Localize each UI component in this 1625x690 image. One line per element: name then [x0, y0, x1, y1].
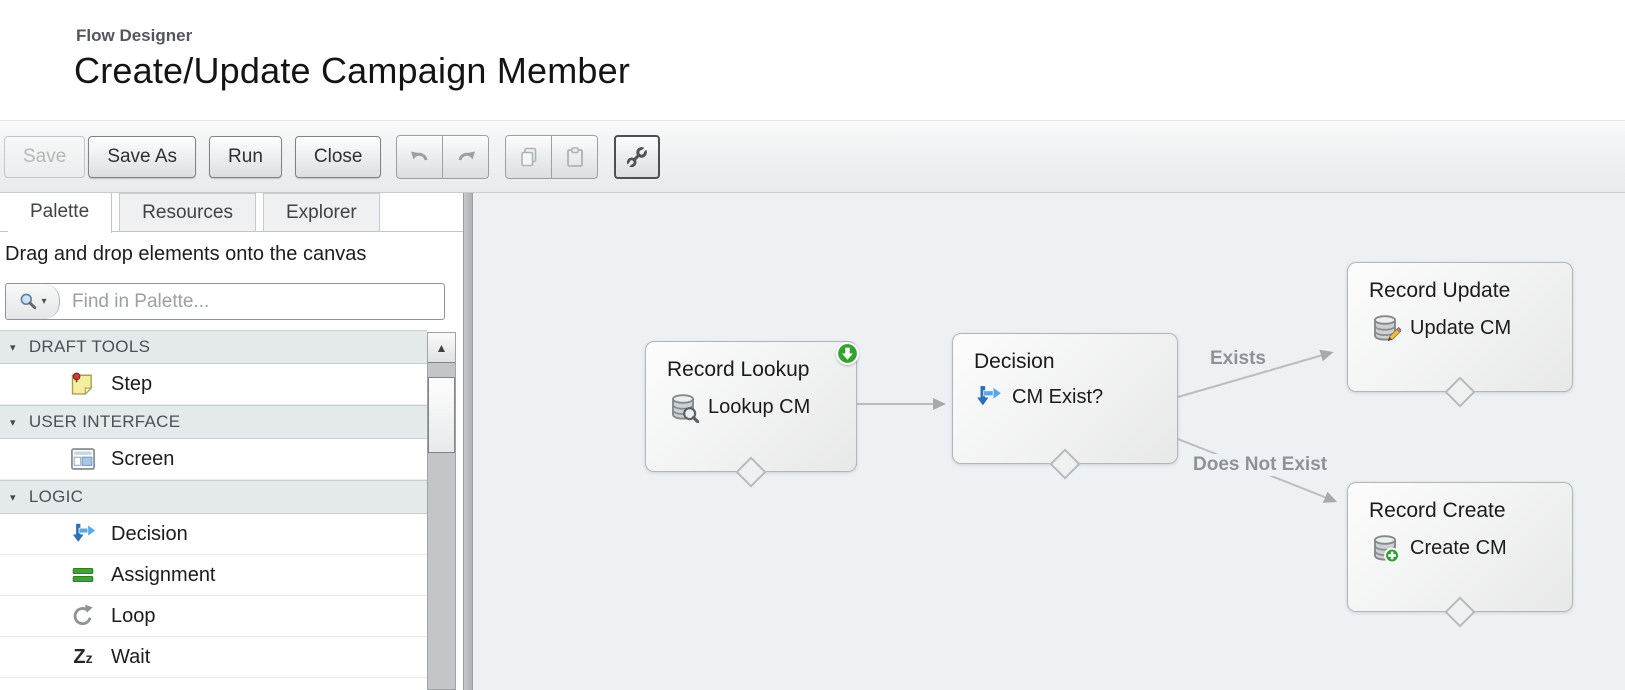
- assignment-icon: [68, 560, 98, 590]
- search-options-button[interactable]: ▾: [6, 284, 60, 319]
- decision-icon: [974, 383, 1003, 412]
- palette-list: ▾ DRAFT TOOLS Step ▾ USER INTERFACE Scre…: [0, 330, 427, 678]
- tab-explorer[interactable]: Explorer: [262, 193, 380, 231]
- app-label: Flow Designer: [76, 26, 193, 45]
- page-title: Create/Update Campaign Member: [74, 50, 631, 91]
- flow-node-decision[interactable]: Decision CM Exist?: [952, 333, 1178, 480]
- palette-instruction: Drag and drop elements onto the canvas: [5, 243, 367, 265]
- tab-palette[interactable]: Palette: [8, 193, 113, 233]
- flow-node-record-lookup[interactable]: Record Lookup Lookup CM: [645, 341, 860, 488]
- section-user-interface[interactable]: ▾ USER INTERFACE: [0, 405, 427, 439]
- search-input[interactable]: [60, 284, 444, 319]
- node-type-label: Record Lookup: [667, 358, 810, 381]
- palette-search: ▾: [5, 283, 445, 320]
- up-arrow-icon: ▲: [435, 340, 448, 355]
- node-name-label: CM Exist?: [1012, 386, 1104, 408]
- flow-node-record-update[interactable]: Record Update Update CM: [1347, 262, 1573, 408]
- wait-icon: Zz: [73, 646, 93, 668]
- node-type-label: Record Create: [1369, 499, 1506, 522]
- record-create-icon: [1369, 532, 1401, 564]
- decision-icon: [68, 519, 98, 549]
- palette-item-step[interactable]: Step: [0, 364, 427, 405]
- collapse-triangle-icon: ▾: [10, 341, 16, 354]
- panel-splitter[interactable]: [463, 193, 473, 690]
- step-icon: [68, 369, 98, 399]
- section-logic[interactable]: ▾ LOGIC: [0, 480, 427, 514]
- undo-redo-group: [396, 134, 490, 179]
- copy-icon: [517, 145, 541, 169]
- section-draft-tools[interactable]: ▾ DRAFT TOOLS: [0, 330, 427, 364]
- node-name-label: Lookup CM: [708, 395, 811, 418]
- page-header: Flow Designer Create/Update Campaign Mem…: [0, 0, 1625, 120]
- flow-node-record-create[interactable]: Record Create Create CM: [1347, 482, 1573, 628]
- palette-scrollbar[interactable]: ▲: [427, 332, 456, 690]
- save-button[interactable]: Save: [4, 135, 86, 178]
- redo-icon: [454, 145, 478, 169]
- copy-button[interactable]: [505, 134, 553, 179]
- node-type-label: Decision: [974, 350, 1055, 373]
- redo-button[interactable]: [442, 134, 490, 179]
- palette-item-screen[interactable]: Screen: [0, 439, 427, 480]
- record-update-icon: [1369, 312, 1401, 344]
- paste-icon: [563, 145, 587, 169]
- undo-button[interactable]: [396, 134, 444, 179]
- loop-icon: [68, 601, 98, 631]
- node-type-label: Record Update: [1369, 279, 1511, 302]
- sidebar-tab-row: Palette Resources Explorer: [0, 193, 463, 233]
- palette-item-assignment[interactable]: Assignment: [0, 555, 427, 596]
- toolbar: Save Save As Run Close: [0, 120, 1625, 193]
- tab-resources[interactable]: Resources: [119, 193, 256, 231]
- collapse-triangle-icon: ▾: [10, 416, 16, 429]
- collapse-triangle-icon: ▾: [10, 491, 16, 504]
- connector-label-does-not-exist[interactable]: Does Not Exist: [1189, 454, 1332, 476]
- palette-item-wait[interactable]: Zz Wait: [0, 637, 427, 678]
- run-button[interactable]: Run: [209, 135, 282, 178]
- palette-item-decision[interactable]: Decision: [0, 514, 427, 555]
- wrench-icon: [625, 145, 649, 169]
- scroll-up-button[interactable]: ▲: [428, 333, 455, 363]
- search-icon: [18, 291, 39, 312]
- close-button[interactable]: Close: [294, 135, 382, 178]
- dropdown-caret-icon: ▾: [41, 296, 47, 307]
- screen-icon: [68, 444, 98, 474]
- save-as-button[interactable]: Save As: [88, 135, 197, 178]
- paste-button[interactable]: [551, 134, 599, 179]
- undo-icon: [408, 145, 432, 169]
- palette-item-loop[interactable]: Loop: [0, 596, 427, 637]
- start-arrow-badge: [835, 341, 860, 366]
- record-lookup-icon: [667, 391, 699, 423]
- palette-panel: Palette Resources Explorer Drag and drop…: [0, 193, 463, 690]
- flow-canvas[interactable]: Exists Does Not Exist Record Lookup Look…: [473, 193, 1625, 690]
- clipboard-group: [505, 134, 599, 179]
- connector-label-exists[interactable]: Exists: [1206, 348, 1270, 370]
- scrollbar-thumb[interactable]: [428, 377, 455, 453]
- node-name-label: Update CM: [1410, 316, 1512, 339]
- node-name-label: Create CM: [1410, 536, 1507, 559]
- debug-tools-button[interactable]: [614, 134, 661, 179]
